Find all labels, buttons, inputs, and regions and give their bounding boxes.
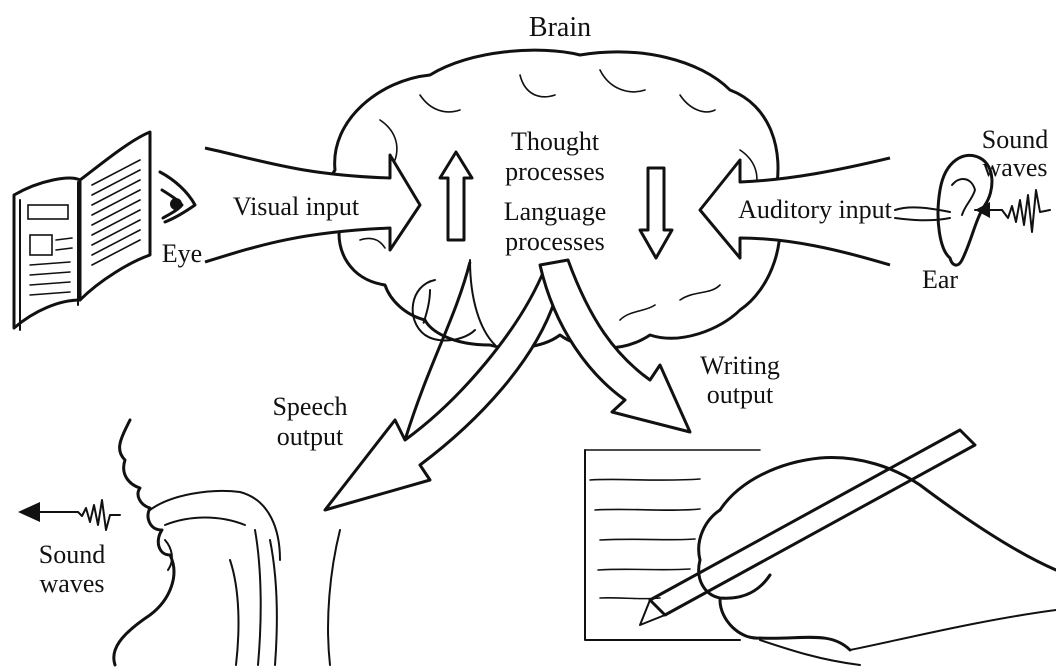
sound-waves-bottom-label-1: Sound — [39, 540, 105, 569]
sound-waves-top-label-1: Sound — [982, 125, 1048, 154]
speech-output-label-2: output — [277, 422, 344, 451]
processes-label-1: processes — [505, 157, 605, 186]
auditory-input-arrow — [698, 156, 891, 267]
thought-label: Thought — [511, 127, 600, 156]
writing-paper-illustration — [584, 449, 761, 641]
down-arrow — [638, 166, 674, 260]
ear-label: Ear — [922, 265, 958, 294]
speech-output-arrow — [323, 261, 557, 512]
ear-icon — [894, 153, 994, 267]
eye-label: Eye — [162, 239, 202, 268]
brain-label: Brain — [529, 12, 591, 43]
sound-waves-bottom-label-2: waves — [40, 569, 105, 598]
processes-label-2: processes — [505, 227, 605, 256]
writing-output-label-1: Writing — [700, 351, 780, 380]
sound-waves-top-label-2: waves — [983, 153, 1048, 182]
auditory-input-label: Auditory input — [738, 195, 893, 224]
brain-illustration — [326, 48, 782, 350]
book-illustration — [12, 130, 152, 331]
outgoing-sound-wave — [18, 499, 121, 531]
up-arrow — [438, 150, 474, 242]
hand-with-pencil-illustration — [639, 428, 1056, 666]
writing-output-label-2: output — [707, 380, 774, 409]
head-profile-illustration — [112, 418, 341, 667]
speech-output-label-1: Speech — [272, 392, 347, 421]
visual-input-label: Visual input — [233, 192, 360, 221]
language-label: Language — [504, 197, 607, 226]
visual-input-arrow — [204, 146, 422, 264]
eye-icon — [158, 170, 197, 224]
incoming-sound-wave — [974, 189, 1051, 233]
writing-output-arrow — [538, 258, 692, 434]
